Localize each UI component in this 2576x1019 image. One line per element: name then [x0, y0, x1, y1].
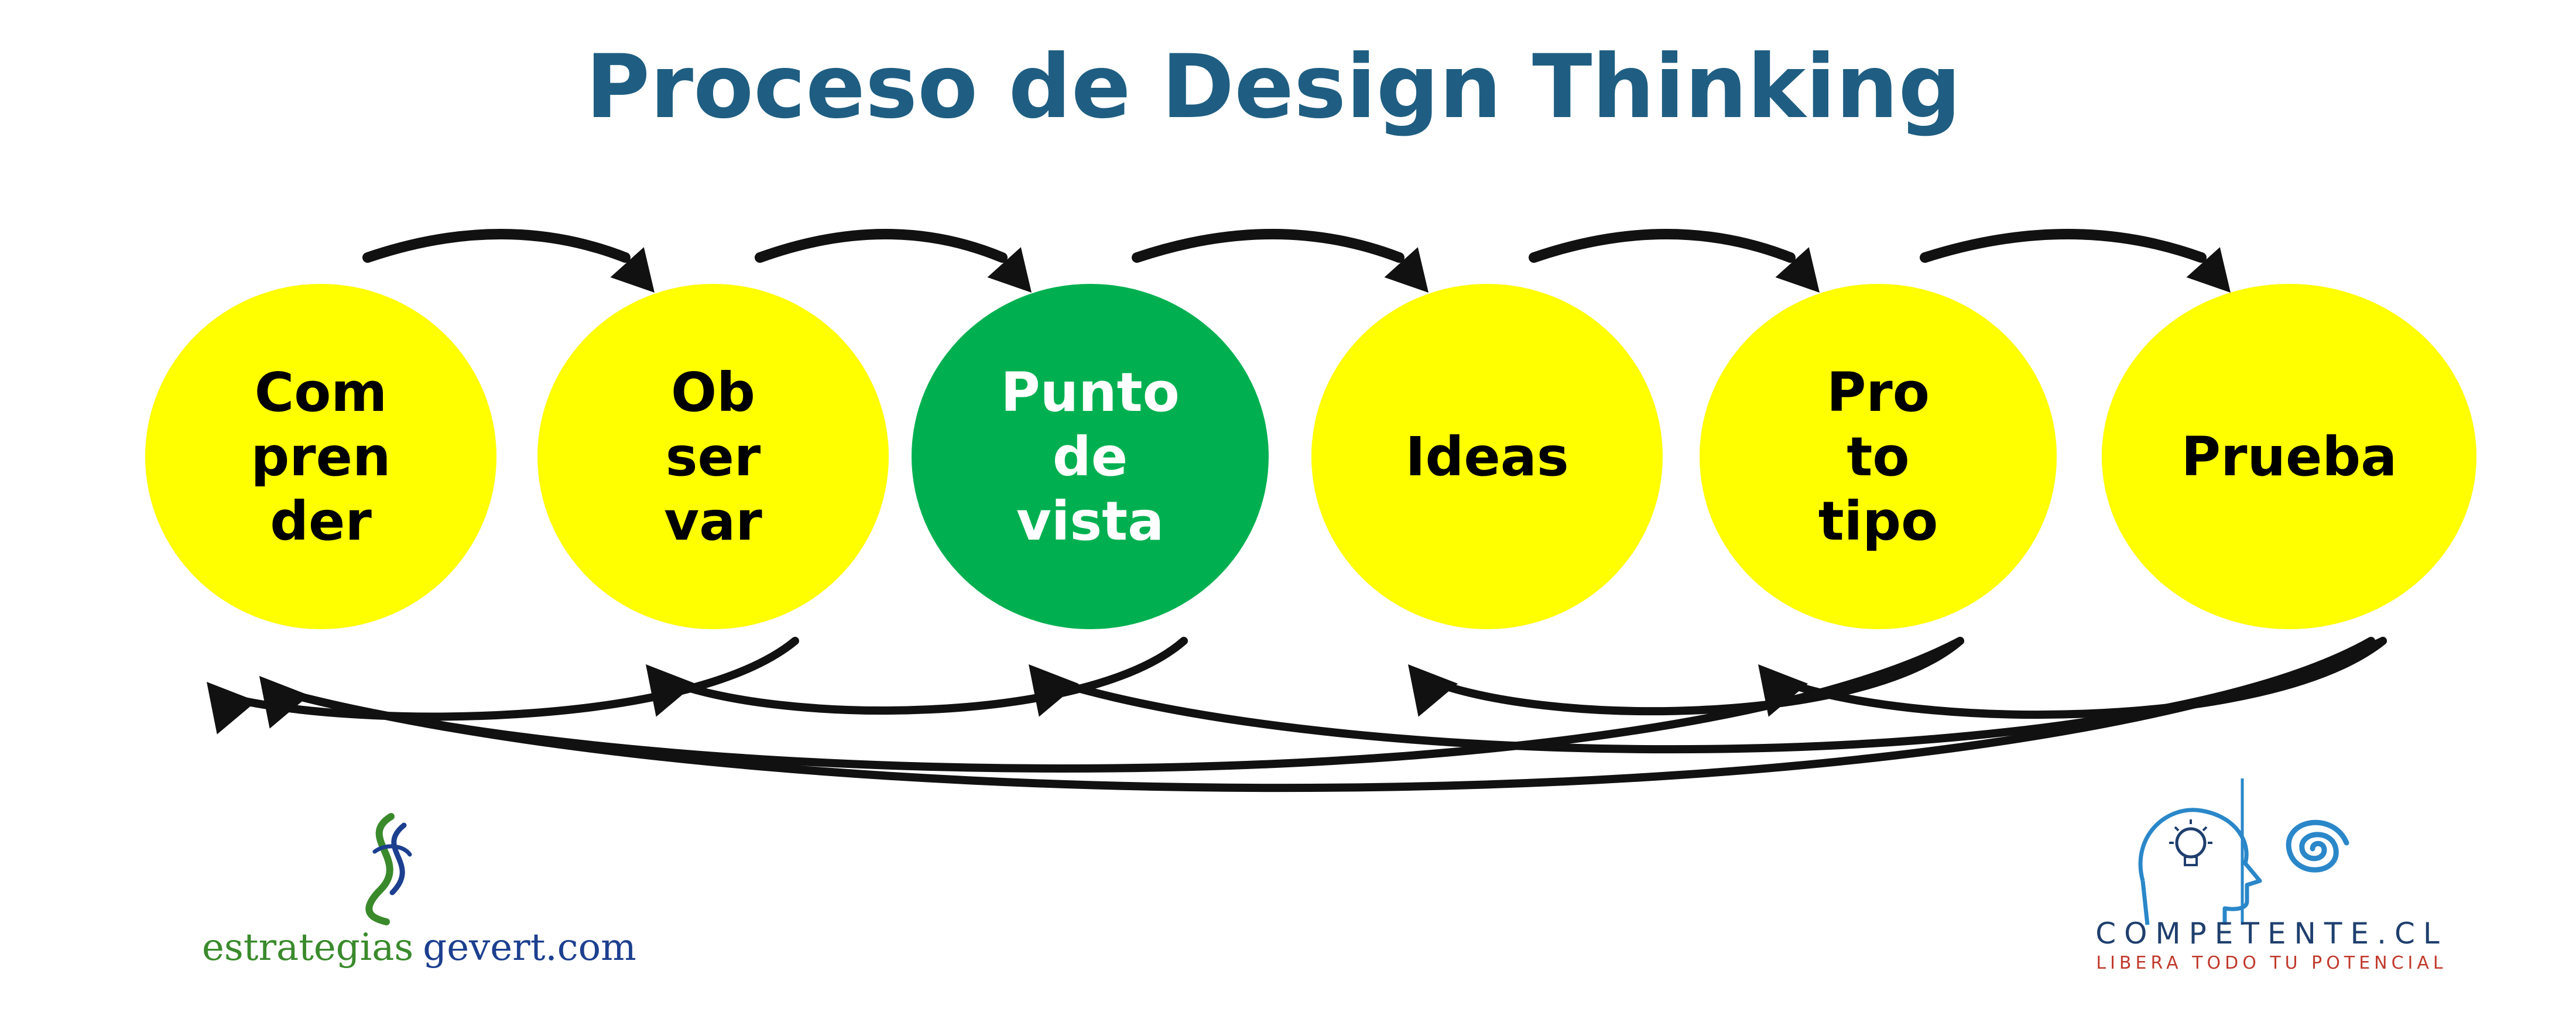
stage-circle [2102, 284, 2476, 629]
stage-node-prueba: Prueba [2102, 284, 2476, 629]
forward-arrows [362, 229, 2231, 293]
head-lightbulb-icon [2138, 808, 2262, 925]
forward-arrowhead [2186, 247, 2231, 293]
stage-label-line: var [664, 490, 762, 553]
feedback-arrow-prototipo-to-ideas [1421, 637, 1964, 716]
feedback-arrow-punto-de-vista-to-observar [659, 637, 1188, 715]
logo-right-tagline: LIBERA TODO TU POTENCIAL [2096, 953, 2447, 973]
stage-label-line: vista [1016, 490, 1164, 553]
stage-circle [537, 284, 889, 629]
logo-left-part1: estrategias [202, 926, 413, 969]
stage-label-line: Prueba [2181, 426, 2397, 488]
stylized-s-logo-icon [365, 813, 412, 925]
stage-label-line: Pro [1827, 361, 1930, 424]
stage-label-line: pren [251, 426, 390, 488]
stage-label-line: Ob [671, 361, 755, 424]
forward-arrowhead [987, 247, 1032, 293]
stage-label-line: Com [255, 361, 388, 424]
logo-left-part2: gevert.com [423, 926, 636, 969]
feedback-arrow-prueba-to-prototipo [1772, 637, 2387, 719]
feedback-arrowhead [646, 664, 696, 717]
spiral-icon [2286, 819, 2349, 873]
forward-arrowhead [1775, 247, 1820, 293]
logo-competente: COMPETENTE.CL LIBERA TODO TU POTENCIAL [2095, 778, 2447, 973]
stage-label-line: ser [666, 426, 761, 488]
feedback-arrowhead [207, 682, 257, 735]
forward-arrow-comprender-to-observar [362, 229, 631, 263]
stage-label-line: der [270, 490, 372, 553]
feedback-arrow-observar-to-comprender [220, 637, 799, 721]
stage-label-line: to [1847, 426, 1909, 488]
stage-label-line: Punto [1001, 361, 1180, 424]
feedback-arrowhead [1029, 664, 1079, 717]
forward-arrow-ideas-to-prototipo [1529, 229, 1796, 263]
logo-right-name: COMPETENTE.CL [2095, 917, 2447, 951]
forward-arrow-punto-de-vista-to-ideas [1132, 229, 1405, 263]
stage-circle [912, 284, 1269, 629]
stage-circle [1700, 284, 2057, 629]
forward-arrow-prototipo-to-prueba [1920, 229, 2207, 263]
stage-circle [145, 284, 496, 629]
feedback-arrowhead [259, 676, 310, 729]
diagram-title: Proceso de Design Thinking [585, 36, 1961, 138]
forward-arrowhead [610, 247, 655, 293]
feedback-arrowhead [1408, 664, 1458, 717]
feedback-arrows [207, 637, 2387, 792]
feedback-arrow-prototipo-to-comprender [273, 637, 1964, 773]
stage-circle [1311, 284, 1663, 629]
stage-nodes: ComprenderObservarPuntodevistaIdeasProto… [145, 284, 2476, 629]
stage-label-line: de [1053, 426, 1128, 488]
stage-label-line: Ideas [1405, 426, 1568, 488]
feedback-arrow-prueba-to-punto-de-vista [1042, 637, 2375, 754]
stage-node-ideas: Ideas [1311, 284, 1663, 629]
forward-arrow-observar-to-punto-de-vista [755, 229, 1008, 263]
stage-label-line: tipo [1818, 490, 1938, 553]
forward-arrowhead [1384, 247, 1429, 293]
